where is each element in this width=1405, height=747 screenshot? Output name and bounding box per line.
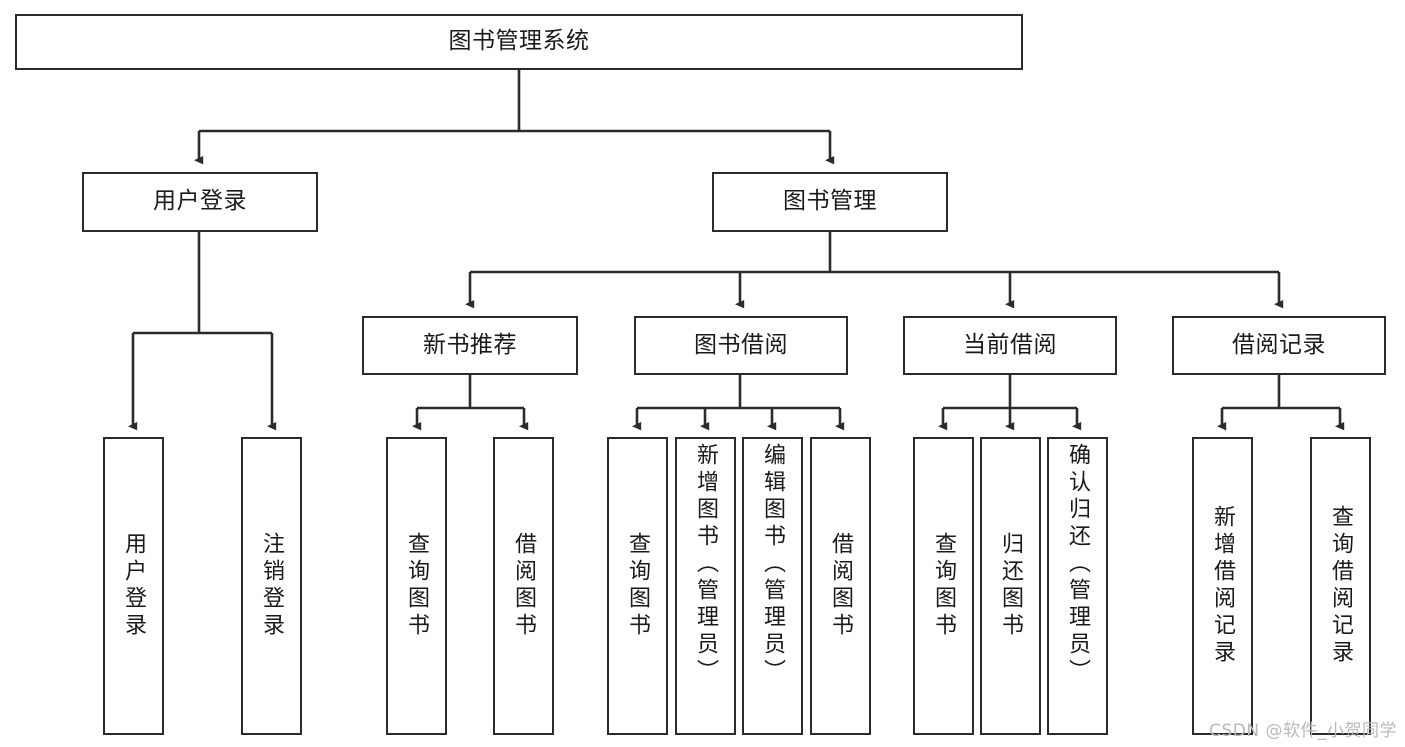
node-borrow-record[interactable]: 借阅记录 xyxy=(1172,316,1386,375)
node-leaf-query-book-1-label: 查询图书 xyxy=(404,532,430,640)
node-leaf-user-login[interactable]: 用户登录 xyxy=(103,437,164,735)
watermark-text: CSDN @软件_小贺同学 xyxy=(1209,721,1397,741)
node-leaf-query-book-2-label: 查询图书 xyxy=(625,532,651,640)
node-leaf-borrow-book-2[interactable]: 借阅图书 xyxy=(810,437,871,735)
node-leaf-return-book-label: 归还图书 xyxy=(998,532,1024,640)
node-borrow-record-label: 借阅记录 xyxy=(1232,331,1326,358)
node-new-book-recommend-label: 新书推荐 xyxy=(423,331,517,358)
node-leaf-user-login-label: 用户登录 xyxy=(121,532,147,640)
node-leaf-borrow-book-1-label: 借阅图书 xyxy=(511,532,537,640)
node-root[interactable]: 图书管理系统 xyxy=(15,14,1023,70)
node-current-borrow[interactable]: 当前借阅 xyxy=(903,316,1117,375)
node-leaf-add-book-label: 新增图书（管理员） xyxy=(693,443,719,686)
node-book-manage[interactable]: 图书管理 xyxy=(712,172,948,232)
node-leaf-return-book[interactable]: 归还图书 xyxy=(980,437,1041,735)
node-book-borrow[interactable]: 图书借阅 xyxy=(634,316,848,375)
node-book-borrow-label: 图书借阅 xyxy=(694,331,788,358)
node-root-label: 图书管理系统 xyxy=(448,28,590,55)
node-leaf-query-book-3[interactable]: 查询图书 xyxy=(913,437,974,735)
node-new-book-recommend[interactable]: 新书推荐 xyxy=(362,316,578,375)
node-leaf-edit-book-label: 编辑图书（管理员） xyxy=(760,443,786,686)
node-leaf-add-record-label: 新增借阅记录 xyxy=(1210,505,1236,667)
node-user-login[interactable]: 用户登录 xyxy=(82,172,318,232)
node-book-manage-label: 图书管理 xyxy=(783,188,877,215)
node-leaf-add-book[interactable]: 新增图书（管理员） xyxy=(675,437,736,735)
node-current-borrow-label: 当前借阅 xyxy=(963,331,1057,358)
node-leaf-query-record-label: 查询借阅记录 xyxy=(1328,505,1354,667)
node-leaf-borrow-book-1[interactable]: 借阅图书 xyxy=(493,437,554,735)
node-user-login-label: 用户登录 xyxy=(153,188,247,215)
node-leaf-add-record[interactable]: 新增借阅记录 xyxy=(1192,437,1253,735)
node-leaf-logout[interactable]: 注销登录 xyxy=(241,437,302,735)
node-leaf-query-book-1[interactable]: 查询图书 xyxy=(386,437,447,735)
node-leaf-query-book-2[interactable]: 查询图书 xyxy=(607,437,668,735)
node-leaf-query-record[interactable]: 查询借阅记录 xyxy=(1310,437,1371,735)
node-leaf-query-book-3-label: 查询图书 xyxy=(931,532,957,640)
node-leaf-logout-label: 注销登录 xyxy=(259,532,285,640)
node-leaf-confirm-return-label: 确认归还（管理员） xyxy=(1065,443,1091,686)
node-leaf-confirm-return[interactable]: 确认归还（管理员） xyxy=(1047,437,1108,735)
node-leaf-edit-book[interactable]: 编辑图书（管理员） xyxy=(742,437,803,735)
node-leaf-borrow-book-2-label: 借阅图书 xyxy=(828,532,854,640)
